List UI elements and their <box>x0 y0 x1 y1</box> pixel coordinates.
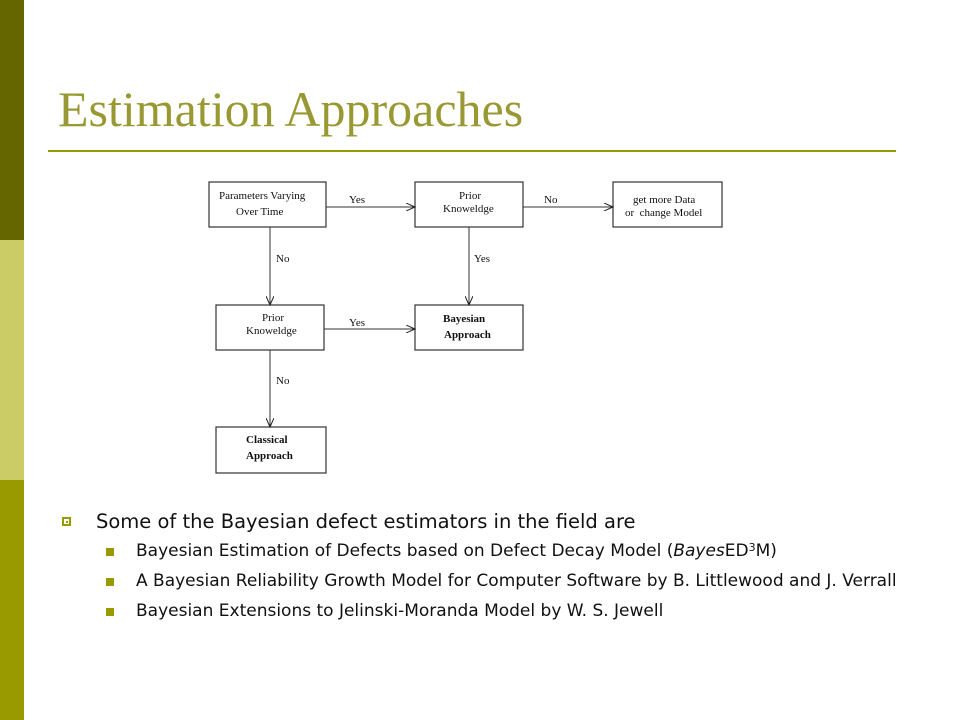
sub-bullet-littlewood-verrall: A Bayesian Reliability Growth Model for … <box>106 570 922 592</box>
edge-params-to-prior-left: No <box>270 227 290 305</box>
flowchart: Parameters Varying Over Time Prior Knowe… <box>208 181 723 474</box>
node-more-data-line1: get more Data <box>633 194 695 206</box>
node-prior-top-line1: Prior <box>459 190 481 202</box>
slide-title: Estimation Approaches <box>58 81 524 137</box>
edge-label-no: No <box>544 194 558 206</box>
edge-prior-top-to-bayesian: Yes <box>469 227 490 305</box>
square-bullet-icon <box>106 608 114 616</box>
node-more-data-line2: or change Model <box>625 207 702 219</box>
node-classical-line1: Classical <box>246 434 288 446</box>
node-prior-left-line2: Knoweldge <box>246 325 297 337</box>
node-bayesian-approach: Bayesian Approach <box>414 304 524 351</box>
title-underline <box>48 150 896 152</box>
edge-label-yes: Yes <box>349 317 365 329</box>
sub-bullet-text: A Bayesian Reliability Growth Model for … <box>136 571 897 591</box>
bullet-list: Some of the Bayesian defect estimators i… <box>62 508 922 630</box>
node-parameters-varying-line1: Parameters Varying <box>219 190 306 202</box>
edge-prior-left-to-bayesian: Yes <box>324 317 415 329</box>
sub-bullet-italic: Bayes <box>673 541 725 561</box>
node-parameters-varying: Parameters Varying Over Time <box>208 181 327 228</box>
node-prior-knowledge-top: Prior Knoweldge <box>414 181 524 228</box>
sub-bullet-list: Bayesian Estimation of Defects based on … <box>62 540 922 622</box>
sub-bullet-text-mid: ED <box>724 541 749 561</box>
node-bayesian-line1: Bayesian <box>443 313 485 325</box>
node-prior-top-line2: Knoweldge <box>443 203 494 215</box>
sub-bullet-superscript: 3 <box>748 541 756 554</box>
sidebar-accent-light <box>0 240 24 480</box>
edge-label-no: No <box>276 375 290 387</box>
sub-bullet-jelinski-moranda: Bayesian Extensions to Jelinski-Moranda … <box>106 600 922 622</box>
node-classical-approach: Classical Approach <box>215 426 327 474</box>
edge-label-yes: Yes <box>349 194 365 206</box>
edge-prior-left-to-classical: No <box>270 350 290 427</box>
node-classical-line2: Approach <box>246 450 293 462</box>
sub-bullet-text: Bayesian Estimation of Defects based on … <box>136 541 674 561</box>
sidebar-accent-dark <box>0 0 24 240</box>
node-parameters-varying-line2: Over Time <box>236 206 283 218</box>
bullet-main: Some of the Bayesian defect estimators i… <box>62 508 922 536</box>
square-bullet-icon <box>106 578 114 586</box>
node-prior-left-line1: Prior <box>262 312 284 324</box>
sidebar-accent-olive <box>0 480 24 720</box>
edge-label-yes: Yes <box>474 253 490 265</box>
edge-label-no: No <box>276 253 290 265</box>
hollow-square-bullet-icon <box>62 517 71 526</box>
bullet-main-text: Some of the Bayesian defect estimators i… <box>96 510 636 533</box>
node-prior-knowledge-left: Prior Knoweldge <box>215 304 325 351</box>
sub-bullet-text-end: M) <box>755 541 777 561</box>
edge-params-to-prior-top: Yes <box>326 194 415 207</box>
sub-bullet-text: Bayesian Extensions to Jelinski-Moranda … <box>136 601 664 621</box>
node-bayesian-line2: Approach <box>444 329 491 341</box>
edge-prior-top-to-more-data: No <box>523 194 613 207</box>
square-bullet-icon <box>106 548 114 556</box>
node-get-more-data: get more Data or change Model <box>612 181 723 228</box>
sub-bullet-bayesed3m: Bayesian Estimation of Defects based on … <box>106 540 922 562</box>
